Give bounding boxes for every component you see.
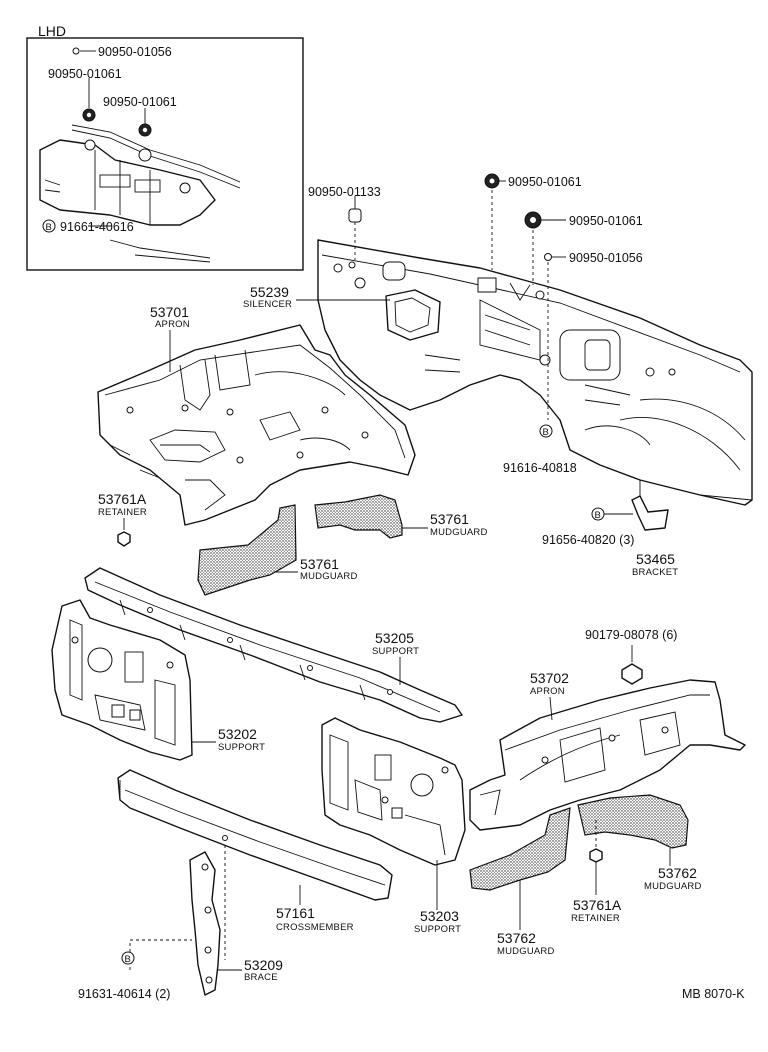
label-support-53205: SUPPORT (372, 646, 419, 657)
label-53202: 53202 (218, 726, 257, 742)
label-retainer-left: RETAINER (98, 507, 147, 518)
svg-text:B: B (46, 222, 53, 233)
label-57161: 57161 (276, 905, 315, 921)
mudguard-53762-right (577, 794, 689, 849)
label-crossmember: CROSSMEMBER (276, 922, 354, 933)
clip-icon (348, 208, 362, 223)
mudguard-53761-right (314, 494, 403, 539)
apron-53701 (97, 324, 416, 526)
reference-code: MB 8070-K (682, 987, 745, 1001)
inset-label-91661-40616: 91661-40616 (60, 220, 134, 234)
brace-53209 (129, 845, 226, 996)
label-90950-01061-b: 90950-01061 (569, 214, 643, 228)
label-silencer: SILENCER (243, 299, 292, 310)
retainer-icon (117, 531, 131, 547)
label-90950-01056: 90950-01056 (569, 251, 643, 265)
label-mudguard-right-b: MUDGUARD (644, 881, 702, 892)
b-marker (121, 951, 135, 965)
svg-text:B: B (125, 954, 132, 965)
label-53702: 53702 (530, 670, 569, 686)
inset-label-90950-01056: 90950-01056 (98, 45, 172, 59)
label-91616-40818: 91616-40818 (503, 461, 577, 475)
dash-fasteners: B (296, 173, 566, 438)
support-53205 (84, 567, 463, 723)
label-53762-center: 53762 (497, 930, 536, 946)
retainer-icon (589, 848, 603, 863)
inset-b-marker (42, 219, 56, 233)
label-apron-a: APRON (155, 319, 190, 330)
label-55239: 55239 (250, 284, 289, 300)
clip-nut-icon (621, 663, 643, 685)
dash-panel (317, 239, 753, 515)
apron-53702 (469, 679, 746, 831)
label-53209: 53209 (244, 957, 283, 973)
label-53762-right: 53762 (658, 865, 697, 881)
inset-label-90950-01061-b: 90950-01061 (103, 95, 177, 109)
label-mudguard-center: MUDGUARD (497, 946, 555, 957)
label-support-53203: SUPPORT (414, 924, 461, 935)
svg-text:B: B (595, 510, 602, 521)
label-53205: 53205 (375, 630, 414, 646)
label-apron-b: APRON (530, 686, 565, 697)
label-support-53202: SUPPORT (218, 742, 265, 753)
inset-clip-icon (72, 47, 80, 55)
label-mudguard-left: MUDGUARD (300, 571, 358, 582)
crossmember-57161 (117, 769, 393, 901)
label-53203: 53203 (420, 908, 459, 924)
lhd-inset: LHD 90950-01056 90950-01061 90950-010 (26, 23, 304, 271)
label-90179-08078: 90179-08078 (6) (585, 628, 677, 642)
mudguard-53762-center (469, 807, 571, 891)
label-53761A-left: 53761A (98, 491, 147, 507)
inset-label-90950-01061-a: 90950-01061 (48, 67, 122, 81)
clip-icon (544, 253, 552, 261)
support-53202 (51, 599, 193, 761)
label-91631-40614: 91631-40614 (2) (78, 987, 170, 1001)
b-marker (539, 424, 553, 438)
label-53761-right: 53761 (430, 511, 469, 527)
support-53203 (321, 717, 466, 866)
mudguard-53761-left (197, 504, 297, 596)
label-bracket: BRACKET (632, 567, 678, 578)
label-53701: 53701 (150, 304, 189, 320)
label-53465: 53465 (636, 551, 675, 567)
label-90950-01061-a: 90950-01061 (508, 175, 582, 189)
label-90950-01133: 90950-01133 (308, 185, 381, 199)
label-retainer-right: RETAINER (571, 913, 620, 924)
inset-title: LHD (38, 23, 66, 39)
label-53761A-right: 53761A (573, 897, 622, 913)
label-mudguard-right: MUDGUARD (430, 527, 488, 538)
label-91656-40820: 91656-40820 (3) (542, 533, 634, 547)
svg-text:B: B (543, 427, 550, 438)
silencer-55239 (385, 289, 441, 341)
label-brace: BRACE (244, 972, 278, 983)
inset-dash-panel (39, 124, 241, 263)
label-53761-left: 53761 (300, 556, 339, 572)
bracket-53465 (631, 495, 669, 531)
inset-frame (26, 37, 304, 271)
